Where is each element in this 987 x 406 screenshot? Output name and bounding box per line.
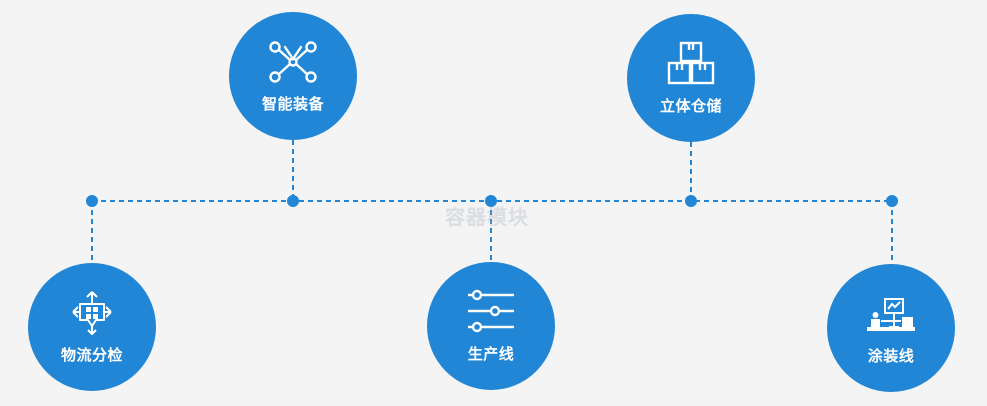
timeline-dot-3 [485, 195, 497, 207]
node-label: 涂装线 [867, 346, 915, 365]
node-production-line[interactable]: 生产线 [427, 262, 555, 390]
node-label: 生产线 [467, 344, 515, 363]
timeline-dot-4 [685, 195, 697, 207]
watermark: 容器模块 [445, 205, 529, 229]
node-intelligent-equipment[interactable]: 智能装备 [229, 12, 357, 140]
sliders-icon [467, 289, 515, 332]
node-label: 物流分检 [60, 345, 123, 364]
stacked-boxes-icon [667, 41, 715, 84]
robot-arm-icon [269, 40, 317, 83]
node-label: 智能装备 [261, 94, 324, 113]
node-logistics-sorting[interactable]: 物流分检 [28, 263, 156, 391]
sorting-arrows-icon [72, 290, 112, 335]
timeline-dot-5 [886, 195, 898, 207]
node-3d-warehouse[interactable]: 立体仓储 [627, 14, 755, 142]
node-label: 立体仓储 [659, 96, 722, 115]
timeline-dot-1 [86, 195, 98, 207]
node-painting-line[interactable]: 涂装线 [827, 264, 955, 392]
timeline-dot-2 [287, 195, 299, 207]
paint-line-machine-icon [867, 297, 915, 331]
